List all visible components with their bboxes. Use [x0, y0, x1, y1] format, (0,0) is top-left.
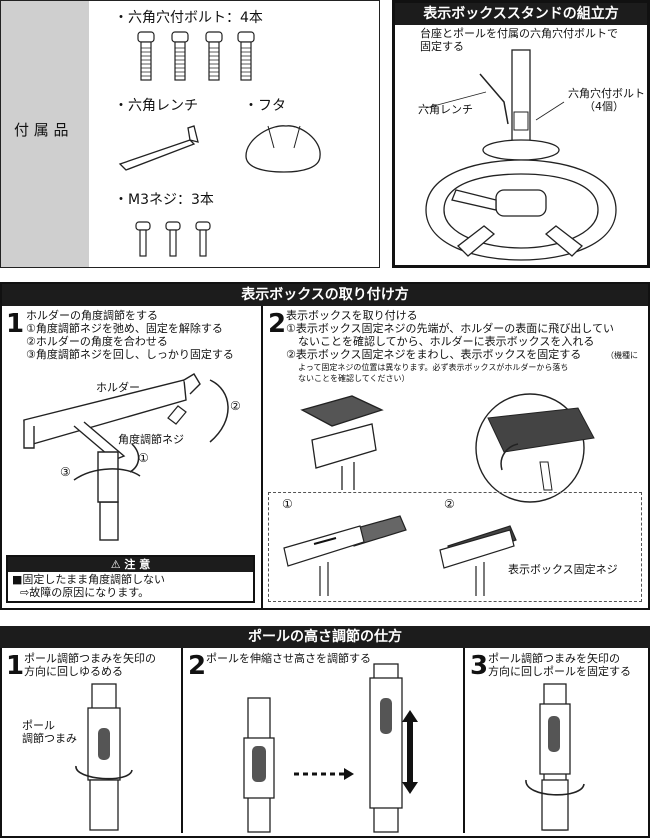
circle-3-label: ③	[60, 465, 71, 479]
step1-line-1: ホルダーの角度調節をする	[26, 309, 158, 322]
stand-assembly-illustration	[425, 49, 617, 261]
knob-label-1: ポール	[22, 719, 55, 732]
stand-assembly-panel	[392, 0, 650, 268]
mount-divider	[261, 306, 263, 608]
detail-2-label: ②	[444, 497, 455, 511]
step1-line-4: ③角度調節ネジを回し、しっかり固定する	[26, 348, 234, 361]
knob-label-2: 調節つまみ	[22, 732, 77, 745]
bolts-label: ・六角穴付ボルト：4本	[114, 10, 263, 26]
step1-line-2: ①角度調節ネジを弛め、固定を解除する	[26, 322, 223, 335]
caution-title: ⚠ 注 意	[8, 557, 253, 572]
pole-divider-1	[181, 648, 183, 833]
step2-note-1: （機種に	[606, 351, 638, 360]
pole-step2-line-1: ポールを伸縮させ高さを調節する	[206, 652, 371, 665]
caution-line-2: ⇨故障の原因になります。	[20, 586, 150, 599]
step2-line-2: ①表示ボックス固定ネジの先端が、ホルダーの表面に飛び出してい	[286, 322, 614, 335]
mount-title: 表示ボックスの取り付け方	[2, 284, 648, 306]
step2-note-2: よって固定ネジの位置は異なります。必ず表示ボックスがホルダーから落ち	[298, 363, 569, 372]
angle-screw-label: 角度調節ネジ	[118, 433, 184, 446]
pole-step3-line-2: 方向に回しポールを固定する	[488, 665, 631, 678]
pole-divider-2	[463, 648, 465, 833]
detail-step-illustrations	[283, 515, 517, 596]
pole-tighten-illustration	[525, 683, 585, 831]
step1-line-3: ②ホルダーの角度を合わせる	[26, 335, 168, 348]
pole-step2-number: 2	[188, 651, 207, 681]
stand-desc-2: 固定する	[420, 40, 464, 53]
lid-label: ・フタ	[244, 98, 286, 114]
holder-label: ホルダー	[96, 381, 140, 394]
wrench-label: ・六角レンチ	[114, 98, 198, 114]
mounting-section	[0, 282, 650, 610]
pole-loosen-illustration	[75, 683, 133, 831]
step2-note-3: ないことを確認してください）	[298, 374, 410, 383]
accessories-panel	[0, 0, 380, 268]
step2-number: 2	[268, 309, 287, 339]
caution-line-1: ■固定したまま角度調節しない	[12, 573, 166, 586]
bolt-callout-1: 六角穴付ボルト	[568, 87, 645, 100]
pole-title: ポールの高さ調節の仕方	[0, 626, 650, 648]
holder-angle-illustration	[23, 373, 229, 541]
pole-extend-illustration	[243, 663, 418, 833]
pole-step1-number: 1	[6, 651, 25, 681]
display-box-insert-illustration	[300, 393, 595, 503]
screws-label: ・M3ネジ：3本	[114, 192, 214, 208]
pole-step1-line-1: ポール調節つまみを矢印の	[24, 652, 156, 665]
lid-illustration	[245, 125, 321, 173]
accessories-label-bg	[1, 1, 89, 267]
step1-number: 1	[6, 309, 25, 339]
step2-line-1: 表示ボックスを取り付ける	[286, 309, 418, 322]
step2-line-3: ないことを確認してから、ホルダーに表示ボックスを入れる	[298, 335, 595, 348]
stand-desc-1: 台座とポールを付属の六角穴付ボルトで	[420, 27, 618, 40]
hex-wrench-illustration	[118, 125, 199, 171]
stand-title: 表示ボックススタンドの組立方	[395, 3, 647, 25]
hex-bolts-illustration	[137, 31, 255, 81]
pole-step1-line-2: 方向に回しゆるめる	[24, 665, 123, 678]
detail-1-label: ①	[282, 497, 293, 511]
box-fix-screw-label: 表示ボックス固定ネジ	[508, 563, 618, 576]
circle-1-label: ①	[138, 451, 149, 465]
m3-screws-illustration	[135, 221, 211, 257]
pole-step3-line-1: ポール調節つまみを矢印の	[488, 652, 620, 665]
accessories-label: 付 属 品	[14, 121, 69, 139]
step2-line-4: ②表示ボックス固定ネジをまわし、表示ボックスを固定する	[286, 348, 582, 361]
pole-step3-number: 3	[470, 651, 489, 681]
caution-box	[6, 555, 255, 603]
circle-2-label: ②	[230, 399, 241, 413]
bolt-callout-2: （4個）	[584, 100, 624, 113]
detail-dashed-box	[268, 492, 642, 602]
